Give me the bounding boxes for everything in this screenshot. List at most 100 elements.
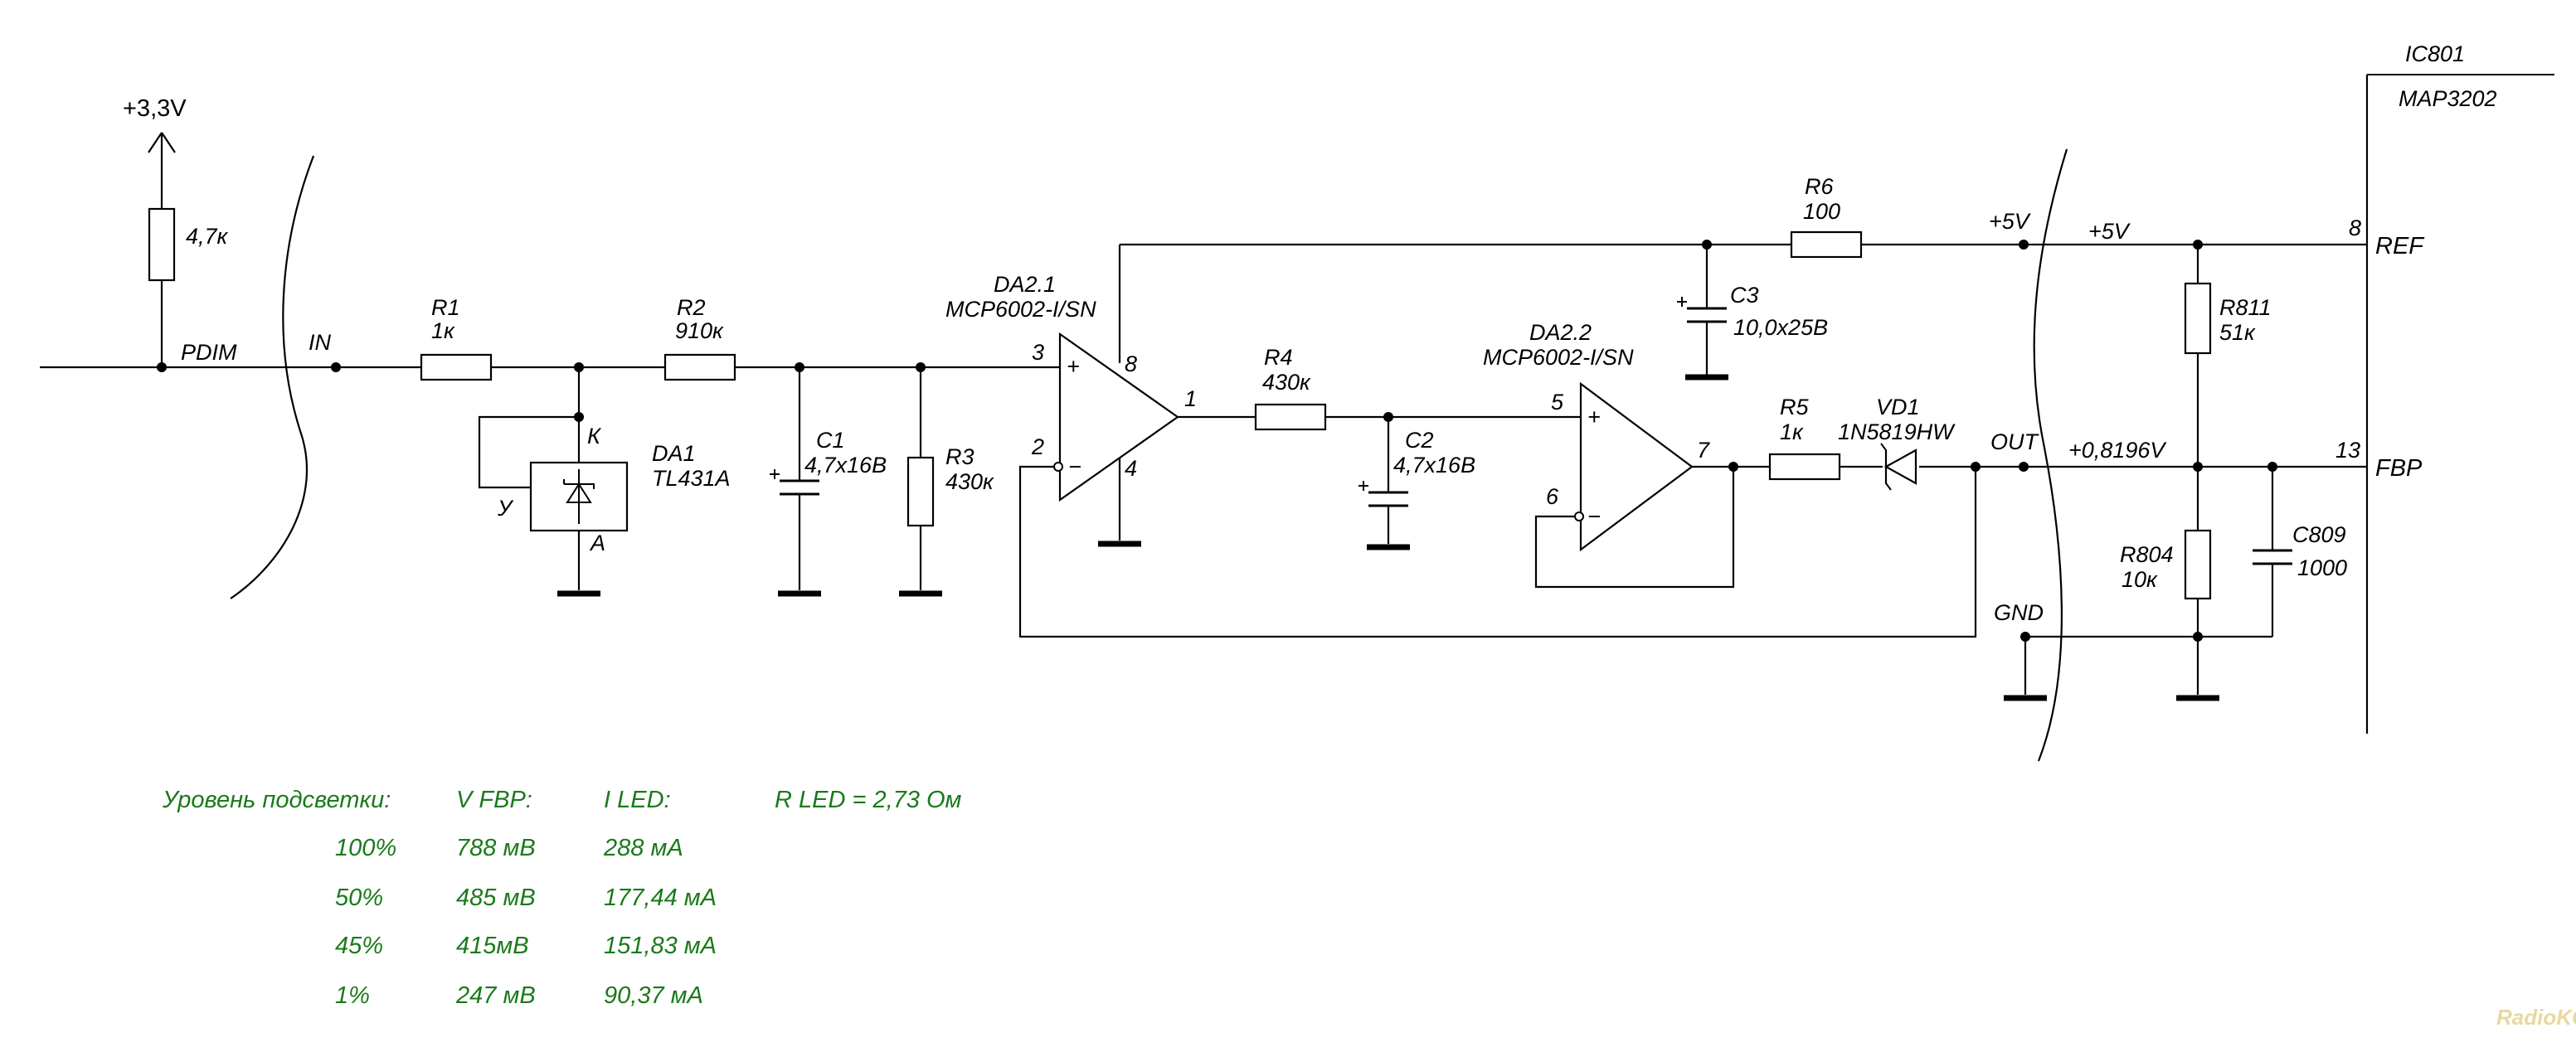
c2-value: 4,7х16В — [1393, 453, 1475, 478]
resistor-r811 — [2184, 282, 2212, 355]
da21-value: MCP6002-I/SN — [945, 297, 1096, 322]
da1-value: TL431A — [652, 466, 731, 491]
left-break-curve — [230, 155, 315, 599]
opamp-da22: + − — [1574, 381, 1694, 552]
c809-value: 1000 — [2297, 555, 2347, 580]
svg-text:+: + — [1067, 354, 1080, 379]
table-row-level: 50% — [335, 885, 383, 911]
resistor-r3 — [906, 456, 935, 527]
r1-value: 1к — [431, 318, 455, 343]
ground-symbols — [557, 374, 2219, 701]
net-out: OUT — [1990, 429, 2040, 454]
da22-value: MCP6002-I/SN — [1483, 345, 1634, 370]
c1-value: 4,7х16В — [804, 453, 887, 478]
ic801-pin-ref-num: 8 — [2349, 216, 2361, 240]
da21-pin3: 3 — [1032, 340, 1044, 365]
junction-dots — [157, 240, 2277, 642]
table-row-level: 100% — [335, 835, 396, 861]
net-plus5v-a: +5V — [1989, 209, 2032, 234]
resistor-r804 — [2184, 529, 2212, 600]
svg-text:+: + — [1587, 405, 1601, 429]
c1-ref: C1 — [816, 428, 845, 453]
r1-ref: R1 — [431, 295, 460, 320]
net-plus5v-b: +5V — [2088, 219, 2131, 244]
opamp-da21: + − — [1053, 332, 1179, 502]
wires — [40, 74, 2554, 734]
table-rled: R LED = 2,73 Ом — [775, 787, 962, 813]
resistor-pullup — [148, 207, 176, 282]
net-in: IN — [309, 330, 332, 355]
supply-label: +3,3V — [123, 95, 187, 122]
right-break-curve — [2033, 148, 2068, 762]
watermark-logo: RadioKOT — [2496, 1005, 2576, 1030]
schottky-diode-vd1 — [1880, 443, 1917, 491]
resistor-r1 — [420, 353, 493, 381]
r2-value: 910к — [675, 318, 724, 343]
r804-ref: R804 — [2120, 542, 2174, 567]
backlight-table: Уровень подсветки: V FBP: I LED: R LED =… — [162, 787, 962, 1009]
da22-ref: DA2.2 — [1529, 320, 1592, 345]
da21-pin4: 4 — [1125, 456, 1137, 481]
table-header-level: Уровень подсветки: — [162, 787, 391, 813]
resistor-r6 — [1790, 230, 1863, 259]
resistor-r4 — [1254, 403, 1327, 431]
da21-pin1: 1 — [1184, 386, 1197, 411]
table-header-iled: I LED: — [604, 787, 671, 813]
table-row-iled: 151,83 мА — [604, 933, 717, 959]
ic801-ref: IC801 — [2405, 41, 2465, 66]
da21-ref: DA2.1 — [994, 272, 1056, 297]
pullup-value: 4,7к — [186, 224, 229, 249]
net-fbp-voltage: +0,8196V — [2068, 438, 2167, 463]
c3-ref: C3 — [1730, 283, 1759, 308]
da1-pin-k: К — [587, 424, 602, 448]
r811-ref: R811 — [2219, 295, 2272, 320]
r6-value: 100 — [1803, 199, 1840, 224]
table-header-vfbp: V FBP: — [456, 787, 532, 813]
vd1-ref: VD1 — [1876, 395, 1920, 419]
net-pdim: PDIM — [181, 340, 237, 365]
da1-pin-u: У — [497, 496, 514, 521]
r4-value: 430к — [1262, 370, 1311, 395]
da1-ref: DA1 — [652, 441, 696, 466]
da22-pin6: 6 — [1546, 484, 1559, 509]
r3-value: 430к — [945, 469, 994, 494]
table-row-level: 1% — [335, 982, 370, 1009]
r811-value: 51к — [2219, 320, 2256, 345]
table-row-vfbp: 247 мВ — [455, 982, 536, 1009]
r804-value: 10к — [2122, 567, 2158, 592]
r3-ref: R3 — [945, 444, 975, 469]
vd1-value: 1N5819HW — [1838, 419, 1956, 444]
r5-value: 1к — [1780, 419, 1804, 444]
c2-ref: C2 — [1405, 428, 1434, 453]
resistor-r2 — [663, 353, 736, 381]
resistor-r5 — [1768, 453, 1841, 481]
table-row-iled: 90,37 мА — [604, 982, 703, 1009]
capacitor-c3 — [1677, 297, 1727, 323]
c3-value: 10,0х25В — [1733, 315, 1828, 340]
ic801-pin-ref-name: REF — [2375, 233, 2425, 259]
table-row-iled: 288 мА — [603, 835, 683, 861]
supply-arrow-icon — [148, 132, 176, 153]
table-row-iled: 177,44 мА — [604, 885, 717, 911]
table-row-level: 45% — [335, 933, 383, 959]
ic801-part: MAP3202 — [2399, 86, 2497, 111]
capacitor-c809 — [2253, 549, 2292, 565]
da22-pin7: 7 — [1697, 438, 1710, 463]
table-row-vfbp: 415мВ — [456, 933, 529, 959]
da21-pin2: 2 — [1031, 434, 1044, 459]
capacitor-c1 — [770, 469, 819, 496]
r5-ref: R5 — [1780, 395, 1809, 419]
c809-ref: C809 — [2292, 522, 2346, 547]
r4-ref: R4 — [1264, 345, 1293, 370]
svg-text:−: − — [1587, 504, 1601, 529]
da22-pin5: 5 — [1551, 390, 1564, 414]
svg-text:−: − — [1068, 454, 1081, 479]
da1-pin-a: А — [589, 531, 605, 555]
ic801-pin-fbp-num: 13 — [2335, 438, 2360, 463]
net-gnd: GND — [1994, 600, 2044, 625]
capacitor-c2 — [1358, 481, 1408, 507]
da21-pin8: 8 — [1125, 351, 1137, 376]
table-row-vfbp: 788 мВ — [456, 835, 536, 861]
